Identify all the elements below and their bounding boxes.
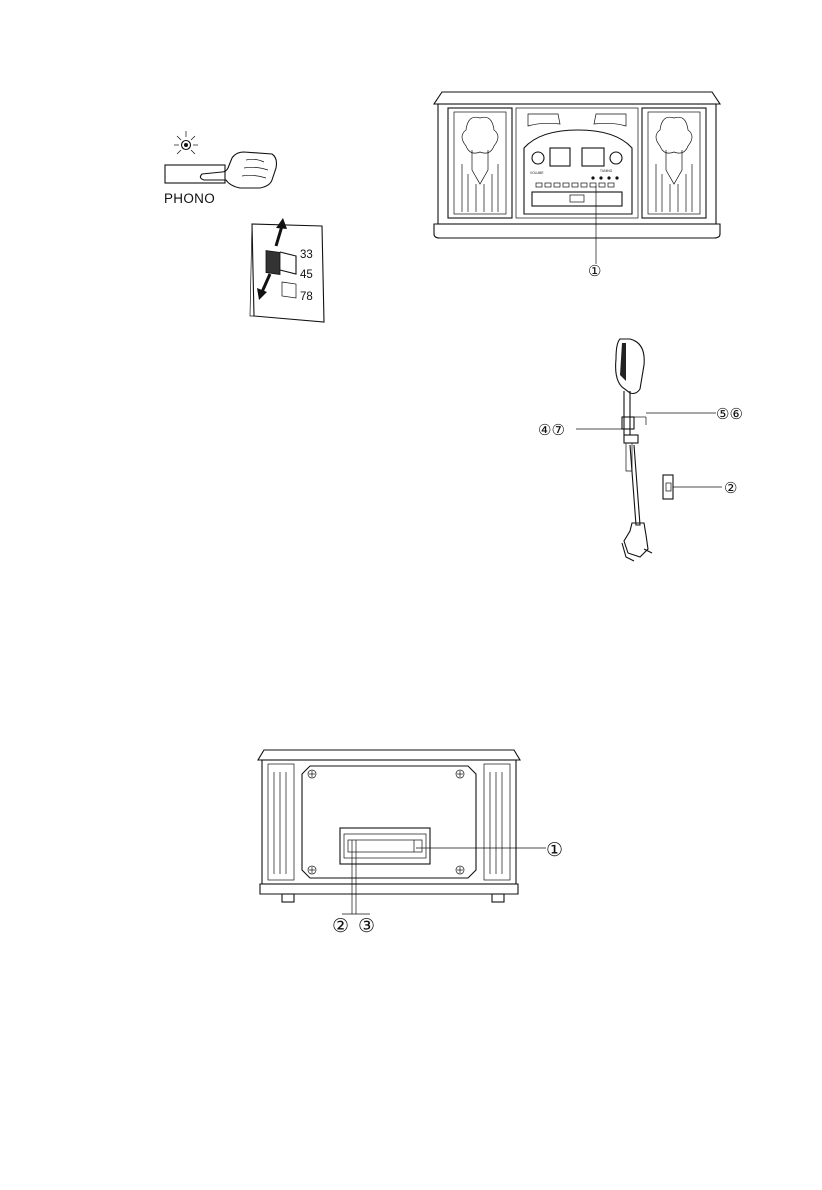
right-pillar (484, 764, 510, 880)
tuning-knob-icon (610, 152, 622, 164)
volume-label: VOLUME (530, 171, 543, 175)
tonearm-figure: ⑤⑥ ④⑦ ② (560, 335, 760, 570)
tonearm-callout-2: ② (724, 480, 737, 497)
tuning-label: TUNING (600, 169, 613, 173)
cd-slot (532, 192, 622, 206)
left-pillar (268, 764, 294, 880)
volume-knob-icon (532, 152, 544, 164)
right-grille (642, 108, 706, 218)
speed-33-label: 33 (300, 249, 313, 261)
button-row (536, 176, 619, 187)
speed-selector-figure: 33 45 78 (248, 212, 328, 324)
left-grille (448, 108, 512, 218)
tonearm-callout-5-6: ⑤⑥ (716, 406, 743, 423)
cd-logo-icon (570, 195, 584, 202)
rear-callout-3: ③ (358, 916, 375, 937)
display-window (550, 148, 570, 166)
indicator-light-icon (174, 131, 198, 154)
rear-callout-2: ② (332, 916, 349, 937)
rear-unit-figure: ① ② ③ (256, 748, 576, 938)
up-arrow-icon (276, 218, 287, 246)
phono-button-figure (160, 128, 310, 190)
screw-icons (308, 770, 464, 874)
speed-78-label: 78 (300, 291, 313, 303)
front-callout-1: ① (588, 263, 601, 280)
speed-45-label: 45 (300, 269, 313, 281)
front-unit-figure: VOLUME TUNING ① (432, 90, 722, 285)
tuning-window (582, 148, 604, 166)
connector-panel (340, 828, 430, 864)
cue-lever-icon (663, 475, 673, 499)
foot-left (282, 894, 294, 902)
rear-callout-1: ① (546, 840, 563, 861)
phono-label: PHONO (164, 191, 215, 206)
foot-right (492, 894, 504, 902)
tonearm-callout-4-7: ④⑦ (538, 422, 565, 439)
down-arrow-icon (257, 274, 270, 300)
